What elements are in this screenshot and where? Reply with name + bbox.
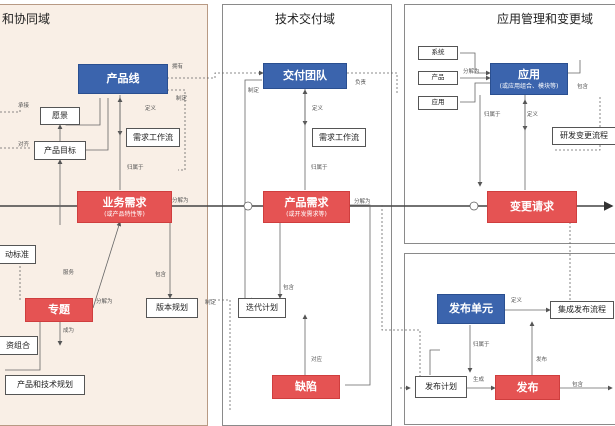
business-requirement-subtitle: (或产品特性等) [104,210,145,218]
application-node[interactable]: 应用 (或应用组合、模块等) [490,63,568,95]
integrated-release-flow-node[interactable]: 集成发布流程 [550,301,614,319]
edge-label-belongs-2: 归属于 [311,165,328,171]
edge-label-responsible: 负责 [355,80,367,86]
edge-label-define-4: 定义 [527,112,539,118]
req-workflow-left-node[interactable]: 需求工作流 [126,128,180,147]
edge-label-formulate-1: 制定 [176,96,188,102]
product-requirement-title: 产品需求 [284,196,329,210]
release-unit-node[interactable]: 发布单元 [437,294,505,324]
version-plan-node[interactable]: 版本规划 [146,298,198,318]
edge-label-align: 对齐 [18,142,30,148]
edge-label-service: 服务 [63,270,75,276]
right-panel-title: 应用管理和变更域 [497,12,594,26]
defect-node[interactable]: 缺陷 [272,375,340,399]
product-small-node[interactable]: 产品 [418,71,458,85]
dev-change-flow-node[interactable]: 研发变更流程 [552,127,615,145]
iteration-plan-node[interactable]: 迭代计划 [238,298,286,318]
investment-portfolio-partial-node[interactable]: 资组合 [0,336,38,355]
edge-label-contains-3: 包含 [577,84,589,90]
delivery-team-node[interactable]: 交付团队 [263,63,347,89]
edge-label-become: 成为 [63,328,75,334]
business-requirement-title: 业务需求 [102,196,147,210]
edge-label-split-into-3: 分解为 [354,199,371,205]
edge-label-split-into-2: 分解为 [96,299,113,305]
business-requirement-node[interactable]: 业务需求 (或产品特性等) [77,191,172,223]
left-panel-title: 和协同域 [2,12,51,26]
edge-label-contains-1: 包含 [155,272,167,278]
edge-label-define-1: 定义 [145,106,157,112]
product-goal-node[interactable]: 产品目标 [34,141,86,160]
edge-label-contains-2: 包含 [283,285,295,291]
edge-label-formulate-3: 制定 [248,88,260,94]
product-requirement-node[interactable]: 产品需求 (或开发需求等) [263,191,350,223]
edge-label-owns: 拥有 [172,64,184,70]
edge-label-belongs-4: 归属于 [473,342,490,348]
edge-label-belongs-3: 归属于 [484,112,501,118]
product-requirement-subtitle: (或开发需求等) [286,210,327,218]
edge-label-define-3: 定义 [511,298,523,304]
product-tech-plan-node[interactable]: 产品和技术规划 [5,375,85,395]
edge-label-publish: 发布 [536,357,548,363]
topic-node[interactable]: 专题 [25,298,93,322]
edge-label-fix: 对应 [311,357,323,363]
application-title: 应用 [518,68,540,82]
mid-panel-title: 技术交付域 [275,12,336,26]
edge-label-split-into-4: 分解为 [463,69,480,75]
edge-label-generate: 生成 [473,377,485,383]
release-node[interactable]: 发布 [495,375,560,400]
product-line-node[interactable]: 产品线 [78,64,168,94]
system-node[interactable]: 系统 [418,46,458,60]
app-small-node[interactable]: 应用 [418,96,458,110]
edge-label-support: 承接 [18,103,30,109]
standard-partial-node[interactable]: 动标准 [0,245,36,264]
req-workflow-mid-node[interactable]: 需求工作流 [312,128,366,147]
application-subtitle: (或应用组合、模块等) [499,82,559,90]
edge-label-define-2: 定义 [312,106,324,112]
vision-node[interactable]: 愿景 [40,107,80,125]
change-request-node[interactable]: 变更请求 [487,191,577,223]
release-plan-node[interactable]: 发布计划 [415,376,467,398]
edge-label-split-into-1: 分解为 [172,198,189,204]
edge-label-formulate-2: 制定 [205,300,217,306]
edge-label-contains-4: 包含 [572,382,584,388]
edge-label-belongs-1: 归属于 [127,165,144,171]
